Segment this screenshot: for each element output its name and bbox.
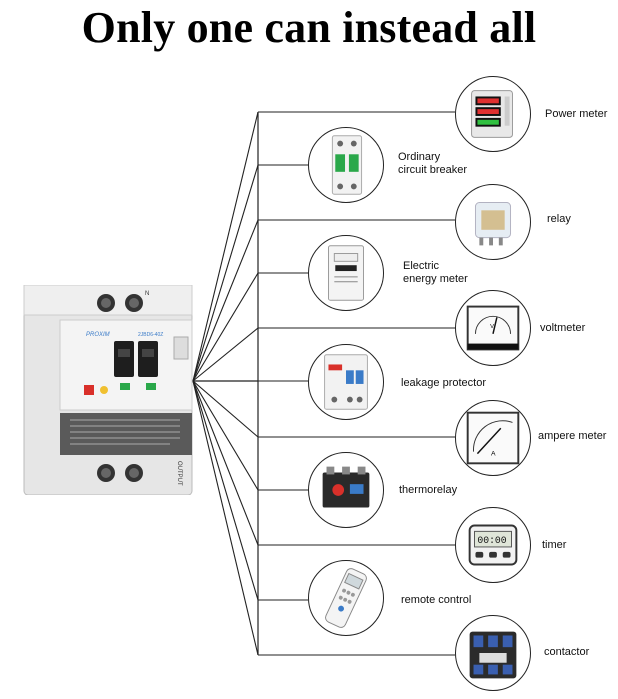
relay-icon	[474, 202, 512, 246]
circuit-breaker-icon	[331, 135, 363, 195]
brand-text: PROXIM	[86, 332, 110, 338]
remote-control-icon	[325, 568, 367, 628]
contactor-label: contactor	[544, 646, 590, 658]
power-meter-bubble	[455, 76, 531, 152]
energy-meter-icon	[327, 245, 365, 301]
svg-text:V: V	[490, 324, 494, 330]
power-meter-icon	[471, 90, 513, 138]
ampere-meter-bubble: A	[455, 400, 531, 476]
top-label: N	[145, 291, 149, 297]
contactor-icon	[469, 631, 517, 679]
leakage-protector-label: leakage protector	[401, 377, 486, 389]
ampere-meter-label: ampere meter	[538, 430, 607, 442]
svg-text:00:00: 00:00	[477, 535, 506, 546]
remote-control-bubble	[308, 560, 384, 636]
smart-breaker-device: N PROXIM 2JBD6-40Z OUTPUT	[20, 284, 196, 500]
ordinary-breaker-bubble	[308, 127, 384, 203]
page-title: Only one can instead all	[81, 3, 537, 52]
leakage-protector-icon	[324, 354, 368, 410]
energy-meter-bubble	[308, 235, 384, 311]
model-text: 2JBD6-40Z	[138, 332, 163, 338]
timer-icon: 00:00	[468, 524, 518, 566]
thermorelay-bubble	[308, 452, 384, 528]
timer-bubble: 00:00	[455, 507, 531, 583]
voltmeter-icon: V	[466, 305, 520, 351]
thermorelay-label: thermorelay	[399, 484, 458, 496]
voltmeter-bubble: V	[455, 290, 531, 366]
output-label: OUTPUT	[176, 461, 182, 486]
voltmeter-label: voltmeter	[540, 322, 586, 334]
svg-text:A: A	[491, 451, 496, 458]
relay-bubble	[455, 184, 531, 260]
ampere-meter-icon: A	[466, 411, 520, 465]
timer-label: timer	[542, 539, 567, 551]
thermorelay-icon	[322, 466, 370, 508]
relay-label: relay	[547, 213, 571, 225]
power-meter-label: Power meter	[545, 108, 608, 120]
remote-control-label: remote control	[401, 594, 472, 606]
contactor-bubble	[455, 615, 531, 691]
leakage-protector-bubble	[308, 344, 384, 420]
